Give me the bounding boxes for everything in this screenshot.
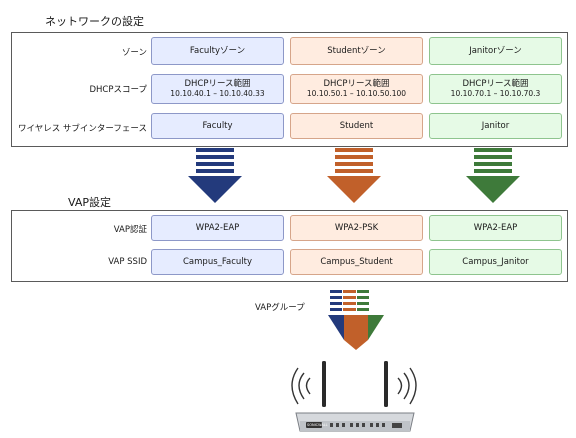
zone-faculty-text: Facultyゾーン bbox=[189, 46, 246, 56]
subif-faculty-text: Faculty bbox=[202, 121, 233, 131]
vap-auth-faculty-text: WPA2-EAP bbox=[195, 223, 240, 233]
zone-janitor-text: Janitorゾーン bbox=[469, 46, 522, 56]
vap-auth-cell-student: WPA2-PSK bbox=[290, 215, 423, 241]
dhcp-faculty-range: 10.10.40.1 – 10.10.40.33 bbox=[170, 89, 265, 98]
vap-auth-cell-janitor: WPA2-EAP bbox=[429, 215, 562, 241]
row-label-dhcp-scope: DHCPスコープ bbox=[89, 85, 148, 95]
zone-student-text: Studentゾーン bbox=[327, 46, 386, 56]
row-label-wireless-subinterface: ワイヤレス サブインターフェース bbox=[17, 124, 147, 134]
vap-ssid-faculty-text: Campus_Faculty bbox=[183, 257, 252, 267]
dhcp-janitor-title: DHCPリース範囲 bbox=[462, 79, 529, 89]
dhcp-cell-student: DHCPリース範囲 10.10.50.1 – 10.10.50.100 bbox=[290, 74, 423, 104]
row-label-vap-auth: VAP認証 bbox=[113, 225, 147, 235]
vap-ssid-cell-faculty: Campus_Faculty bbox=[151, 249, 284, 275]
row-label-zone: ゾーン bbox=[121, 48, 147, 58]
network-panel: ゾーン DHCPスコープ ワイヤレス サブインターフェース Facultyゾーン… bbox=[11, 32, 568, 147]
zone-cell-student: Studentゾーン bbox=[290, 37, 423, 65]
zone-cell-janitor: Janitorゾーン bbox=[429, 37, 562, 65]
vap-section-title: VAP設定 bbox=[68, 196, 111, 209]
vap-group-label: VAPグループ bbox=[255, 303, 305, 313]
dhcp-cell-faculty: DHCPリース範囲 10.10.40.1 – 10.10.40.33 bbox=[151, 74, 284, 104]
arrow-faculty bbox=[188, 148, 242, 203]
flow-arrows bbox=[188, 148, 520, 203]
subif-janitor-text: Janitor bbox=[481, 121, 510, 131]
subif-cell-janitor: Janitor bbox=[429, 113, 562, 139]
vap-ssid-janitor-text: Campus_Janitor bbox=[462, 257, 529, 267]
dhcp-cell-janitor: DHCPリース範囲 10.10.70.1 – 10.10.70.3 bbox=[429, 74, 562, 104]
vap-ssid-student-text: Campus_Student bbox=[320, 257, 393, 267]
dhcp-faculty-title: DHCPリース範囲 bbox=[184, 79, 251, 89]
zone-cell-faculty: Facultyゾーン bbox=[151, 37, 284, 65]
vap-auth-cell-faculty: WPA2-EAP bbox=[151, 215, 284, 241]
dhcp-janitor-range: 10.10.70.1 – 10.10.70.3 bbox=[450, 89, 541, 98]
vap-auth-janitor-text: WPA2-EAP bbox=[473, 223, 518, 233]
subif-student-text: Student bbox=[339, 121, 374, 131]
arrow-student bbox=[327, 148, 381, 203]
network-section-title: ネットワークの設定 bbox=[45, 15, 144, 28]
vap-panel: VAP認証 VAP SSID WPA2-EAP WPA2-PSK WPA2-EA… bbox=[11, 210, 568, 282]
vap-group-arrow bbox=[328, 290, 384, 350]
dhcp-student-title: DHCPリース範囲 bbox=[323, 79, 390, 89]
row-label-vap-ssid: VAP SSID bbox=[108, 257, 147, 267]
device-brand: SONICWALL bbox=[307, 423, 328, 427]
vap-ssid-cell-student: Campus_Student bbox=[290, 249, 423, 275]
subif-cell-student: Student bbox=[290, 113, 423, 139]
vap-auth-student-text: WPA2-PSK bbox=[334, 223, 379, 233]
subif-cell-faculty: Faculty bbox=[151, 113, 284, 139]
wireless-router-icon bbox=[291, 361, 417, 432]
arrow-janitor bbox=[466, 148, 520, 203]
vap-ssid-cell-janitor: Campus_Janitor bbox=[429, 249, 562, 275]
dhcp-student-range: 10.10.50.1 – 10.10.50.100 bbox=[306, 89, 407, 98]
